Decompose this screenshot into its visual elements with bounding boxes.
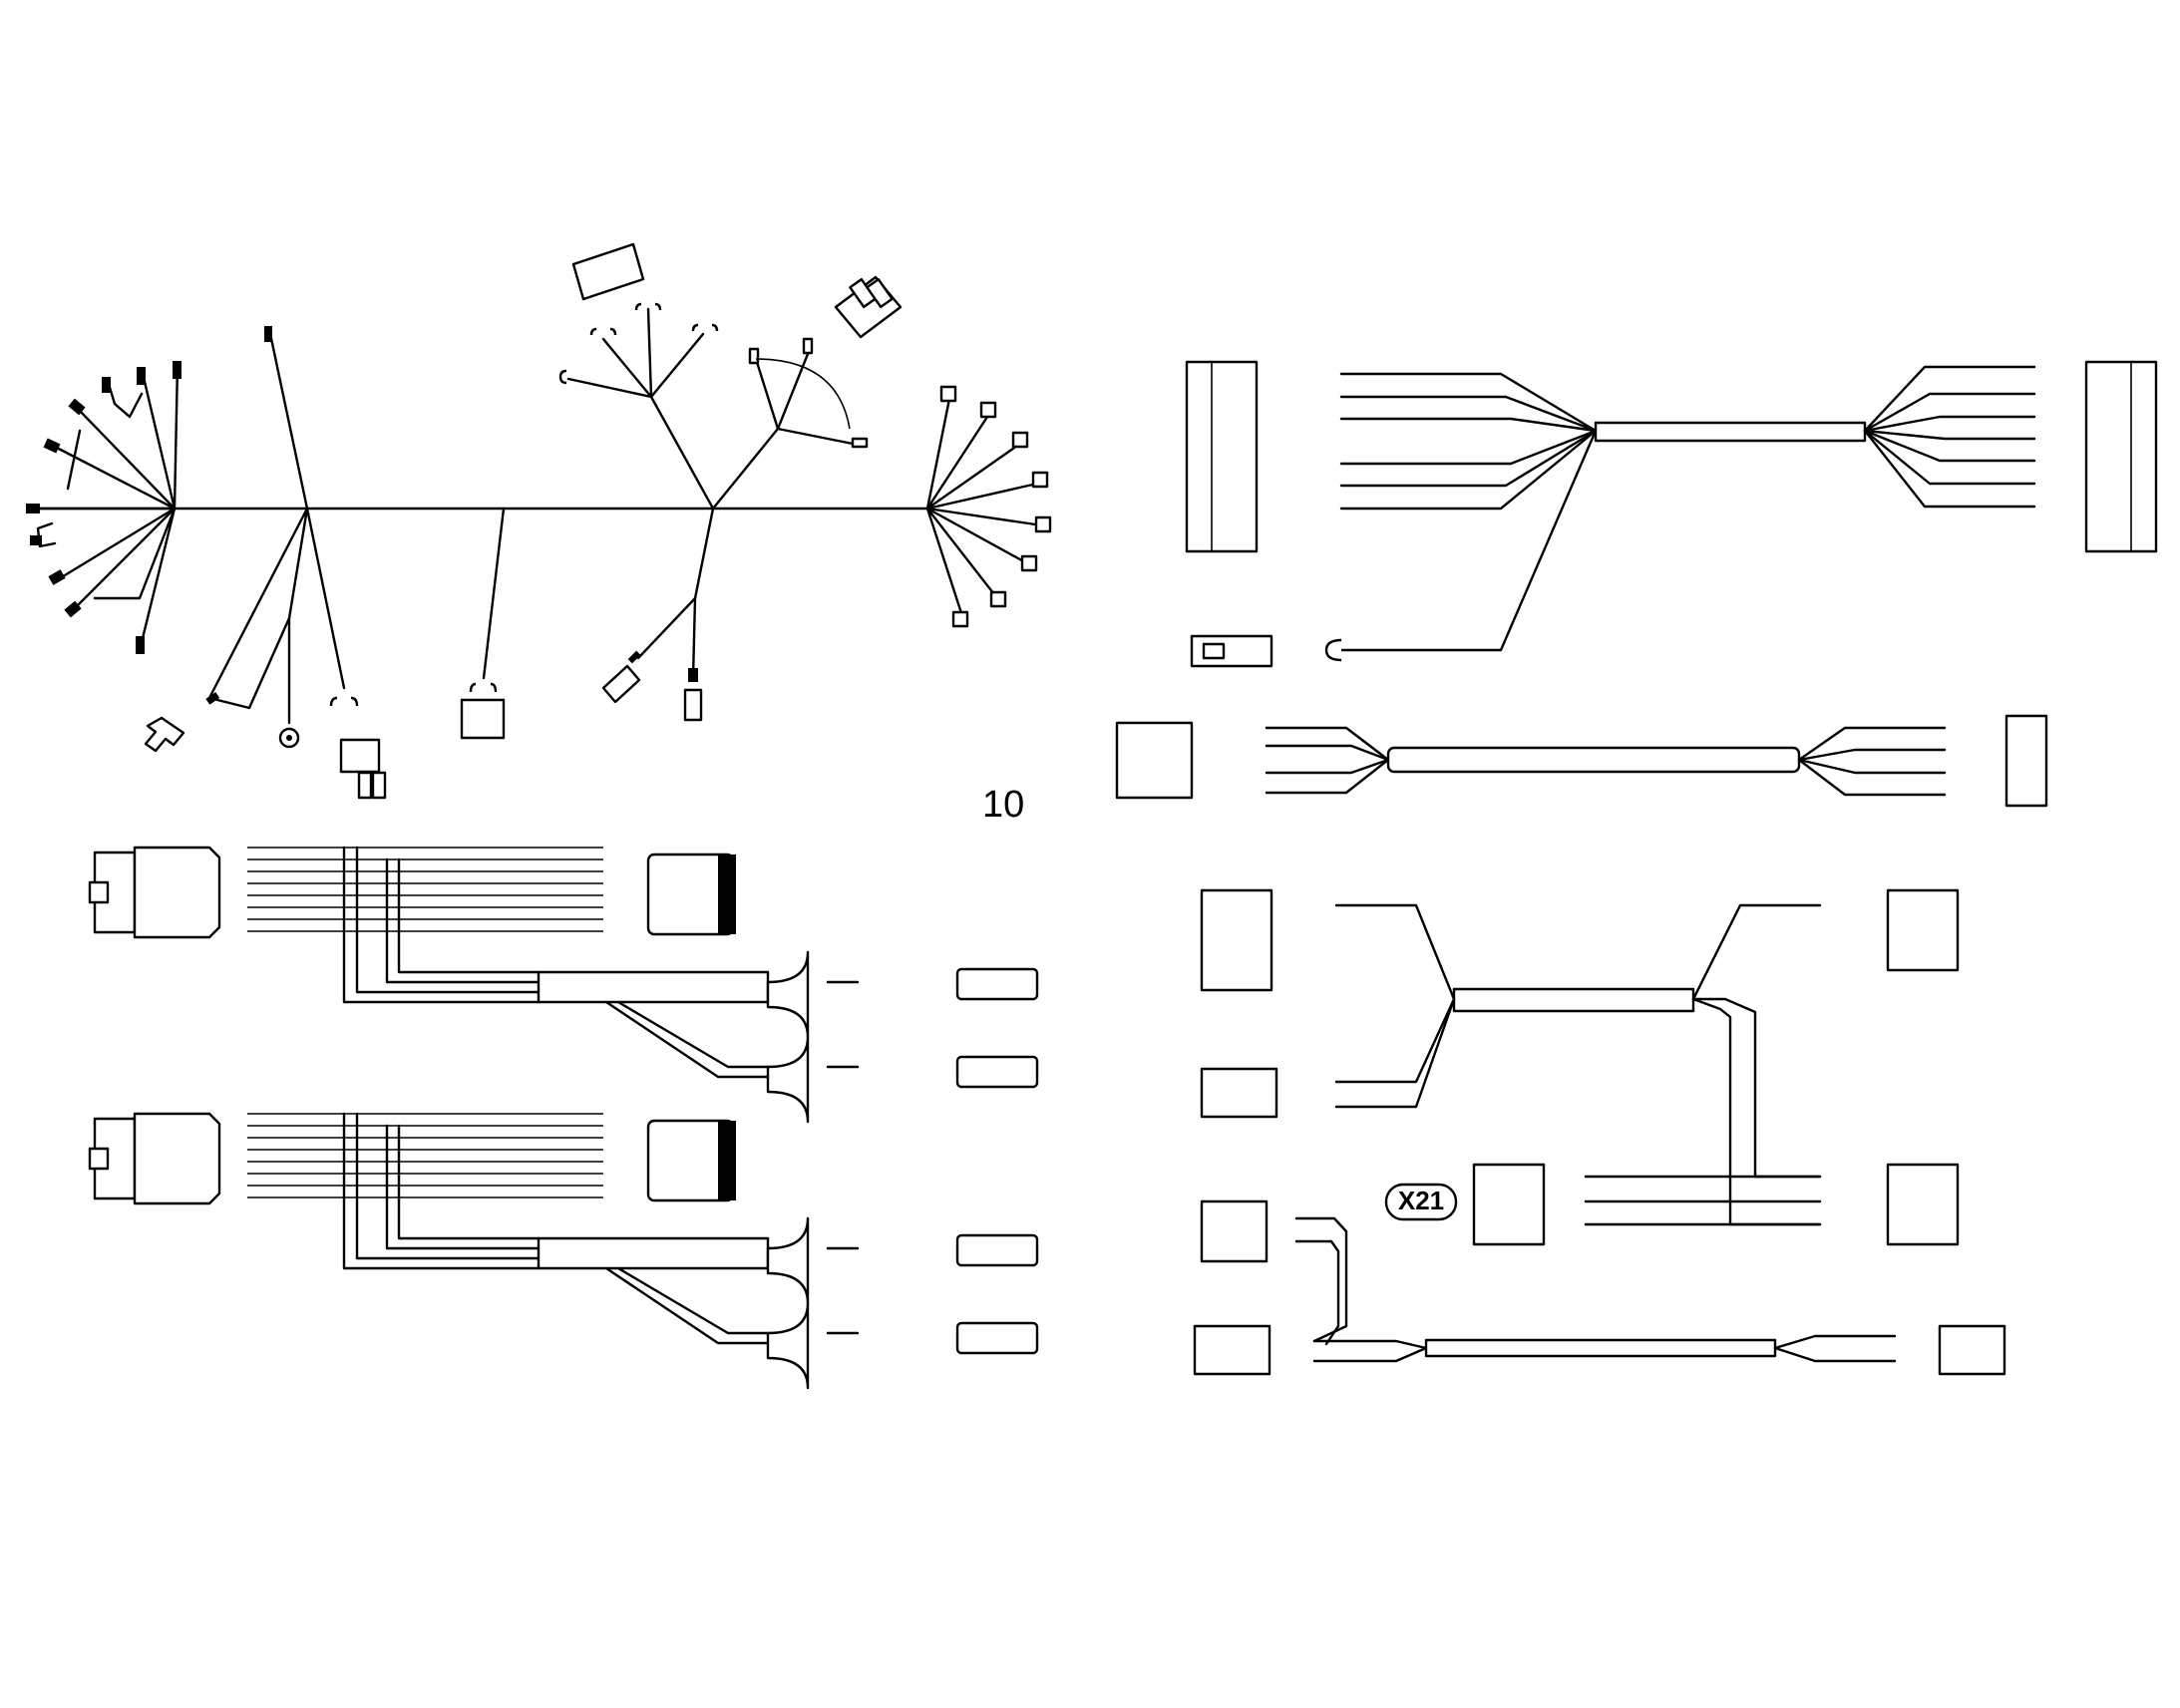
x21-label <box>1384 1183 1458 1221</box>
center-left-branch <box>144 326 506 800</box>
left-fan-connectors <box>26 361 182 654</box>
center-junction <box>558 242 903 722</box>
twin-harness-upper <box>88 846 1039 1124</box>
harness-a-left-wires <box>1339 372 1598 652</box>
harness-b <box>1115 714 2048 808</box>
lower-parallel-wires <box>247 1113 603 1198</box>
harness-a <box>1185 360 2158 668</box>
harness-d <box>1193 1199 2006 1376</box>
harness-c <box>1200 888 1960 1246</box>
right-fan-connectors <box>925 385 1052 628</box>
x21-text: X21 <box>1398 1186 1444 1215</box>
twin-harness-lower <box>88 1112 1039 1390</box>
figure-number: 10 <box>982 784 1025 826</box>
upper-parallel-wires <box>247 847 603 932</box>
main-harness <box>26 242 1052 800</box>
harness-a-right-wires <box>1863 365 2036 509</box>
